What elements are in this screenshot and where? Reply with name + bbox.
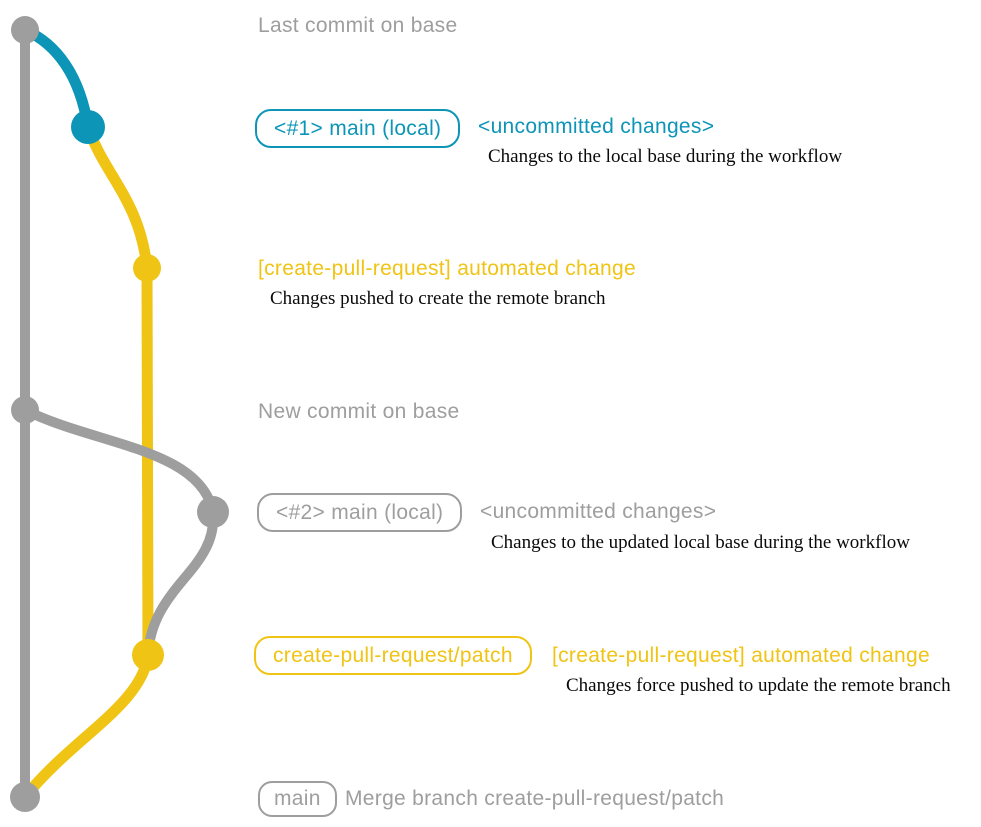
annotation-last-commit-on-base: Last commit on base [258,14,458,37]
commit-node-base-new [11,396,39,424]
commit-node-pr-2 [132,639,164,671]
local-main-1-curve [19,24,94,133]
status-uncommitted-changes-2: <uncommitted changes> [480,500,717,523]
commit-title-merge-branch: Merge branch create-pull-request/patch [345,787,725,810]
description-updated-local-base: Changes to the updated local base during… [491,532,910,553]
status-uncommitted-changes-1: <uncommitted changes> [478,115,715,138]
branch-tag-create-pull-request-patch: create-pull-request/patch [254,636,532,675]
commit-title-automated-change-1: [create-pull-request] automated change [258,257,636,280]
base-to-local-2-curve [20,405,218,517]
commit-node-merge [10,782,40,812]
commit-node-base-top [11,16,39,44]
pr-branch-line [82,121,154,661]
annotation-new-commit-on-base: New commit on base [258,400,460,423]
commit-node-local-1 [71,110,105,144]
description-force-pushed-update: Changes force pushed to update the remot… [566,675,951,696]
commit-node-pr-1 [133,254,161,282]
local-2-to-patch-curve [143,507,219,660]
branch-tag-main-local-1: <#1> main (local) [255,109,461,148]
patch-merge-curve [19,649,154,803]
description-pushed-create-remote: Changes pushed to create the remote bran… [270,288,606,309]
description-local-base-changes-1: Changes to the local base during the wor… [488,146,843,167]
branch-tag-main: main [258,781,337,817]
commit-node-local-2 [197,496,229,528]
branch-tag-main-local-2: <#2> main (local) [257,493,463,532]
commit-title-automated-change-2: [create-pull-request] automated change [552,644,930,667]
